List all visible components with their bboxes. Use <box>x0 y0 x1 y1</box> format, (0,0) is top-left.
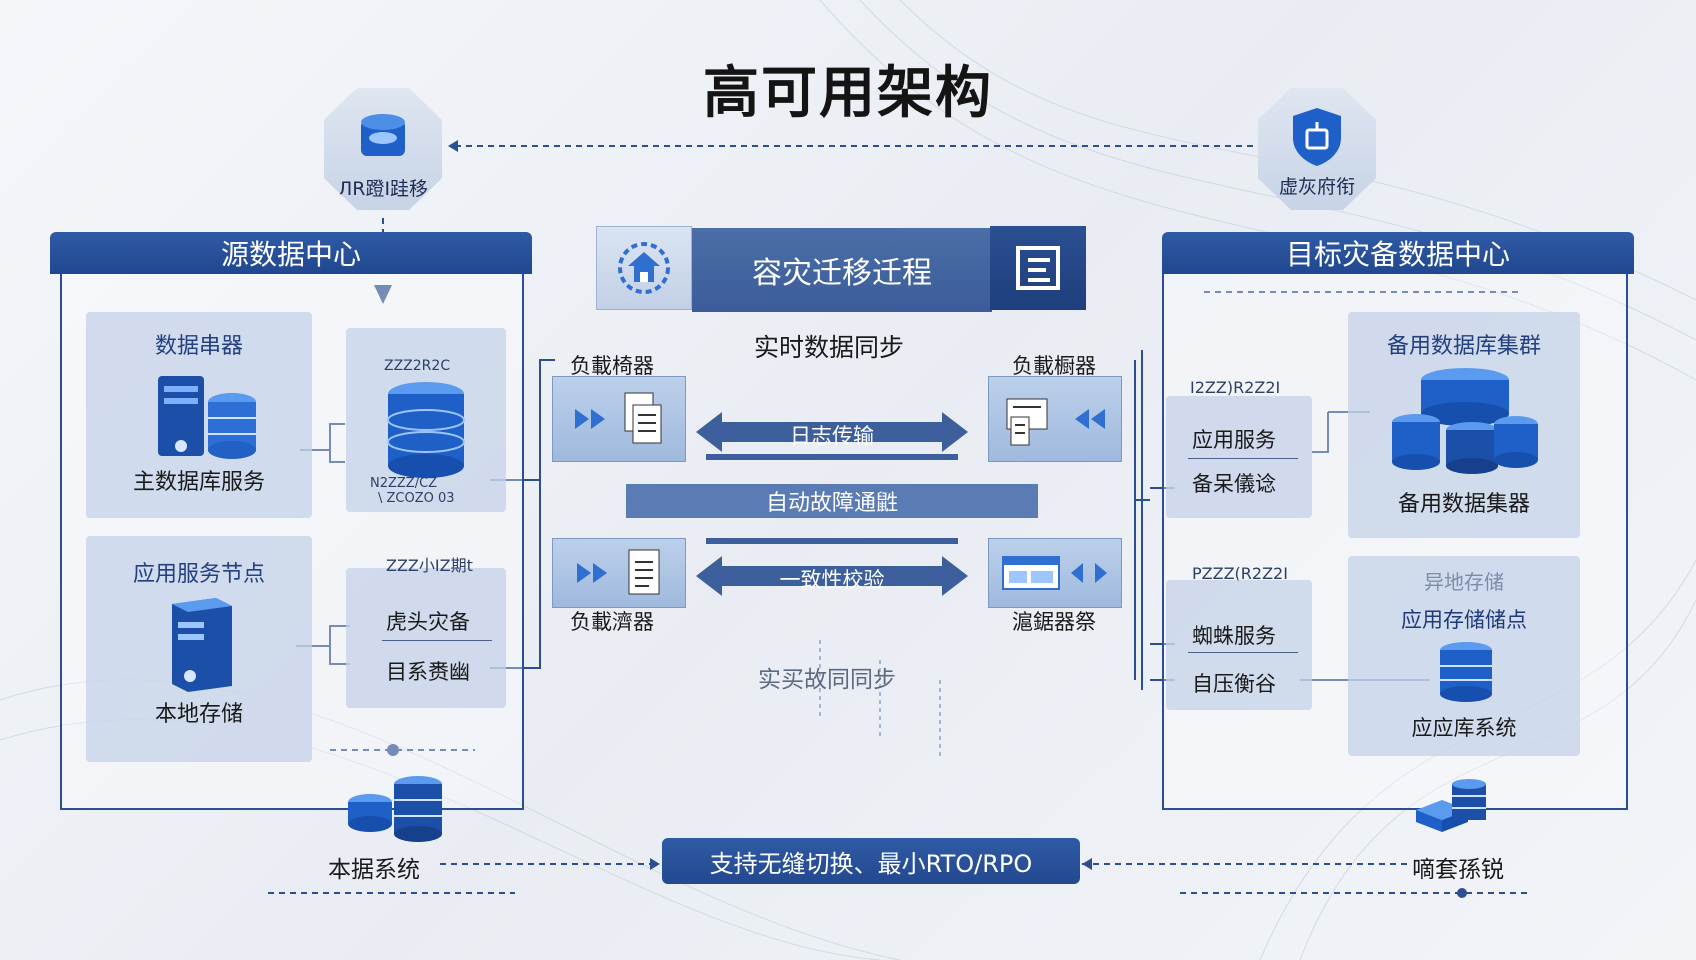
home-gear-icon <box>618 242 670 294</box>
lb-left-top[interactable] <box>552 376 686 462</box>
storage-title: 应用存储储点 <box>1401 608 1527 632</box>
process-title-bar: 容灾迁移迁程 <box>692 228 992 312</box>
database-icon <box>1440 642 1492 702</box>
primary-db-card-title: 数据串器 <box>154 334 243 359</box>
target-dc-header: 目标灾备数据中心 <box>1162 232 1634 274</box>
log-transfer-label: 日志传输 <box>790 424 874 448</box>
failover-band: 自动故障通鼪 <box>626 484 1038 518</box>
lb-right-top[interactable] <box>988 376 1122 462</box>
bottom-banner-text: 支持无缝切换、最小RTO/RPO <box>709 849 1033 878</box>
double-arrow-right-icon <box>577 563 607 583</box>
target-storage-label: 嘀套孫锐 <box>1412 857 1504 883</box>
migration-badge: ЛR蹬I跬移 <box>324 88 442 210</box>
log-transfer-arrow <box>696 412 968 460</box>
target-service-card: 蜘蛛服务 自压衡谷 <box>1166 580 1312 710</box>
app-node-card-title: 应用服务节点 <box>132 562 265 587</box>
lb-right-bottom-label: 滬鋸器祭 <box>1012 610 1096 634</box>
page-title: 高可用架构 <box>703 61 993 126</box>
target-app-item-1: 应用服务 <box>1192 428 1276 452</box>
window-icon <box>1002 556 1060 590</box>
double-arrow-right-icon <box>575 409 605 429</box>
document-frame-icon <box>1016 246 1060 290</box>
storage-title-faded: 异地存储 <box>1424 570 1504 594</box>
backup-cluster-card: 备用数据库集群 备用数据集器 <box>1348 312 1580 538</box>
lb-left-top-label: 负載椅器 <box>570 354 654 378</box>
db-cluster-top-code: ZZZ2R2C <box>384 358 451 374</box>
storage-stack-icon <box>348 776 442 842</box>
document-icon <box>1006 398 1048 446</box>
target-service-item-1: 蜘蛛服务 <box>1192 624 1276 648</box>
lb-right-top-label: 负載橱器 <box>1012 354 1096 378</box>
process-doc-tile <box>990 226 1086 310</box>
primary-db-card-label: 主数据库服务 <box>132 470 265 495</box>
lb-left-bottom-label: 负載濟器 <box>570 610 654 634</box>
database-cube-icon <box>361 114 405 156</box>
db-cluster-bottom-code: N2ZZZ/CZ <box>370 476 438 491</box>
bottom-banner: 支持无缝切换、最小RTO/RPO <box>662 838 1080 884</box>
source-dc-header: 源数据中心 <box>50 232 532 274</box>
target-left-top-code: I2ZZ)R2Z2I <box>1190 378 1281 397</box>
target-service-item-2: 自压衡谷 <box>1192 672 1276 696</box>
local-backup-card: ZZZ小IZ期t 虎头灾备 目系赉幽 <box>346 556 506 708</box>
target-app-item-2: 备呆儀谂 <box>1192 472 1276 496</box>
divider <box>1188 458 1298 459</box>
divider <box>1188 652 1298 653</box>
lb-left-bottom[interactable] <box>552 538 686 608</box>
local-backup-item-2: 目系赉幽 <box>386 660 470 684</box>
process-title: 容灾迁移迁程 <box>752 256 932 291</box>
server-icon <box>172 598 232 692</box>
app-node-card-label: 本地存储 <box>154 702 243 727</box>
storage-stack-icon <box>1416 779 1486 832</box>
storage-label: 应应库系统 <box>1411 716 1517 740</box>
primary-db-card: 数据串器 主数据库服务 <box>86 312 312 518</box>
server-database-icon <box>158 376 256 459</box>
local-backup-code: ZZZ小IZ期t <box>386 556 473 575</box>
bottom-sync-label: 实买故同同步 <box>758 667 896 693</box>
process-home-tile <box>596 226 692 310</box>
backup-cluster-title: 备用数据库集群 <box>1386 334 1541 359</box>
lb-right-bottom[interactable] <box>988 538 1122 608</box>
target-left-bottom-code: PZZZ(R2Z2I <box>1192 564 1288 583</box>
divider <box>382 640 492 641</box>
database-icon <box>387 382 465 478</box>
document-icon <box>624 392 662 444</box>
db-cluster-bottom-code-2: \ ZCOZO 03 <box>378 491 455 506</box>
migration-badge-label: ЛR蹬I跬移 <box>337 178 429 200</box>
recovery-badge-label: 虚灰府衔 <box>1278 176 1355 198</box>
database-cluster-icon <box>1392 368 1538 474</box>
double-arrow-left-icon <box>1075 409 1105 429</box>
target-app-card: 应用服务 备呆儀谂 <box>1166 396 1312 518</box>
consistency-arrow <box>696 538 968 596</box>
failover-label: 自动故障通鼪 <box>765 491 898 516</box>
recovery-badge: 虚灰府衔 <box>1258 88 1376 210</box>
db-cluster-card: ZZZ2R2C N2ZZZ/CZ \ ZCOZO 03 <box>346 328 506 512</box>
backup-cluster-label: 备用数据集器 <box>1397 492 1530 517</box>
storage-node-card: 异地存储 应用存储储点 应应库系统 <box>1348 556 1580 756</box>
app-node-card: 应用服务节点 本地存储 <box>86 536 312 762</box>
realtime-sync-label: 实时数据同步 <box>754 333 905 362</box>
shield-icon <box>1293 108 1341 166</box>
local-backup-item-1: 虎头灾备 <box>386 610 470 634</box>
consistency-label: 一致性校验 <box>779 568 885 592</box>
source-storage-label: 本据系统 <box>328 857 420 883</box>
document-icon <box>628 549 660 595</box>
arrow-left-right-icon <box>1071 563 1107 583</box>
